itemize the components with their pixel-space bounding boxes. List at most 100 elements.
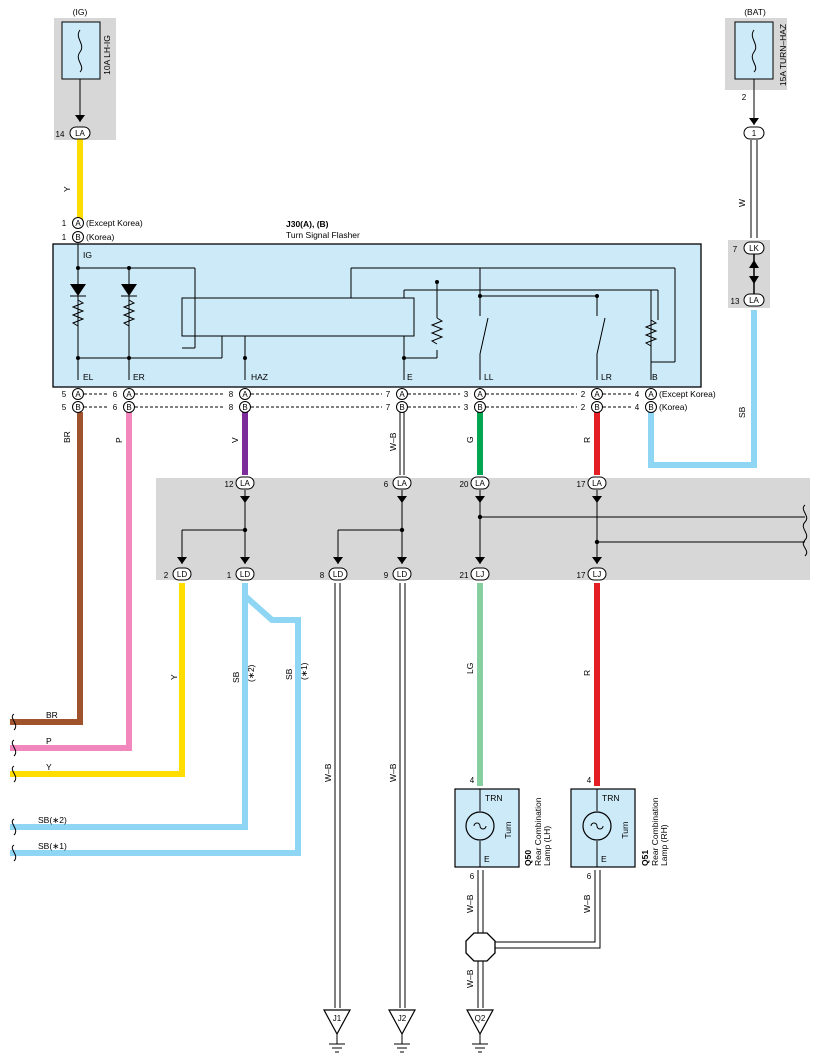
jb-bottom-connector <box>328 567 348 581</box>
flasher-connector-circle <box>396 388 408 400</box>
jb-bottom-pin: 2 <box>164 571 169 580</box>
jb-top-connector <box>470 476 490 490</box>
terminal-b: B <box>652 372 658 382</box>
flasher-connector-letter: B <box>242 403 247 412</box>
flasher-connector-letter: A <box>648 390 654 399</box>
flasher-connector-circle <box>645 388 657 400</box>
flasher-connector-circle <box>239 401 251 413</box>
jb-bottom-connector <box>470 567 490 581</box>
jb-top-connector-label: LA <box>240 479 250 488</box>
jb-bottom-connector <box>172 567 192 581</box>
flasher-connector-letter: A <box>242 390 248 399</box>
jb-bottom-pin: 21 <box>460 571 469 580</box>
jb-top-connector-label: LA <box>397 479 407 488</box>
jb-top-connector-label: LA <box>592 479 602 488</box>
q51-bulb-icon <box>582 811 612 841</box>
bat-fuse-header: (BAT) <box>744 7 766 17</box>
bat-pin-top: 2 <box>742 93 747 102</box>
wire-label-lg: LG <box>465 663 475 674</box>
flasher-connector-circle <box>123 388 135 400</box>
splice-point-icon <box>465 932 496 962</box>
jb-top-pin: 6 <box>384 480 389 489</box>
wire-note-sb1: (∗1) <box>299 662 309 680</box>
bottom-korea: (Korea) <box>659 402 688 412</box>
svg-text:Q2: Q2 <box>475 1014 486 1023</box>
la13-pin: 13 <box>731 297 740 306</box>
wire-label-r: R <box>582 437 592 443</box>
jb-top-pin: 20 <box>460 480 469 489</box>
flasher-connector-circle <box>396 401 408 413</box>
q51-name2: Lamp (RH) <box>659 824 669 866</box>
svg-text:J1: J1 <box>333 1014 342 1023</box>
svg-text:LA: LA <box>75 129 85 138</box>
bottom-except-korea: (Except Korea) <box>659 389 716 399</box>
flasher-top-connector-a <box>72 217 84 229</box>
exit-label-p: P <box>46 736 52 746</box>
flasher-connector-letter: B <box>126 403 131 412</box>
bat-connector <box>743 126 765 140</box>
jb-top-connector <box>587 476 607 490</box>
svg-text:4: 4 <box>587 776 592 785</box>
flasher-top-connector-b <box>72 231 84 243</box>
svg-text:LA: LA <box>749 296 759 305</box>
jb-top-connector <box>392 476 412 490</box>
flasher-connector-circle <box>239 388 251 400</box>
turn-signal-flasher-box <box>52 243 702 388</box>
wire-label-sb-bat: SB <box>737 406 747 418</box>
wire-label-w-bat: W <box>737 199 747 207</box>
wire-label-wb-q51: W–B <box>582 894 592 913</box>
ig-fuse-header: (IG) <box>73 7 88 17</box>
flasher-pin-number: 7 <box>386 403 391 412</box>
terminal-haz: HAZ <box>251 372 268 382</box>
jb-bottom-connector-label: LD <box>240 570 250 579</box>
svg-text:1: 1 <box>752 129 757 138</box>
ground-j2: J2 <box>387 1009 417 1053</box>
bat-fuse-icon <box>751 29 757 73</box>
svg-text:E: E <box>484 854 490 864</box>
tear-marks <box>11 504 808 862</box>
svg-text:TRN: TRN <box>602 793 619 803</box>
flasher-pin-number: 2 <box>581 390 586 399</box>
flasher-connector-circle <box>591 401 603 413</box>
svg-text:Turn: Turn <box>503 821 513 838</box>
jb-bottom-pin: 8 <box>320 571 325 580</box>
jb-bottom-connector <box>392 567 412 581</box>
flasher-connector-letter: A <box>75 390 81 399</box>
wire-note-sb2: (∗2) <box>246 664 256 682</box>
jb-top-connector-label: LA <box>475 479 485 488</box>
flasher-connector-letter: B <box>399 403 404 412</box>
flasher-connector-letter: A <box>126 390 132 399</box>
terminal-ll: LL <box>484 372 494 382</box>
q50-name1: Rear Combination <box>533 797 543 866</box>
ig-fuse-box <box>61 21 101 80</box>
ig-fuse-label: 10A LH-IG <box>102 35 112 75</box>
jb-bottom-connector <box>587 567 607 581</box>
svg-text:LK: LK <box>749 244 759 253</box>
exit-label-y: Y <box>46 762 52 772</box>
wire-label-p: P <box>114 437 124 443</box>
flasher-pin-number: 5 <box>62 403 67 412</box>
terminal-ig: IG <box>83 250 92 260</box>
jb-bottom-pin: 17 <box>577 571 586 580</box>
jb-bottom-connector <box>235 567 255 581</box>
wire-label-y-low: Y <box>169 674 179 680</box>
terminal-lr: LR <box>601 372 612 382</box>
flasher-connector-letter: A <box>399 390 405 399</box>
bat-fuse-box <box>734 21 774 80</box>
flasher-pin-number: 8 <box>229 390 234 399</box>
svg-text:J2: J2 <box>398 1014 407 1023</box>
flasher-connector-circle <box>474 401 486 413</box>
jb-bottom-connector-label: LD <box>397 570 407 579</box>
flasher-connector-circle <box>72 388 84 400</box>
flasher-connector-circle <box>72 401 84 413</box>
wire-label-wb-e: W–B <box>388 432 398 451</box>
terminal-el: EL <box>83 372 94 382</box>
wire-label-wb-q2: W–B <box>465 969 475 988</box>
flasher-connector-letter: A <box>477 390 483 399</box>
flasher-pin-number: 6 <box>113 403 118 412</box>
ground-q2: Q2 <box>465 1009 495 1053</box>
q50-code: Q50 <box>523 850 533 866</box>
ig-connector <box>69 126 91 140</box>
